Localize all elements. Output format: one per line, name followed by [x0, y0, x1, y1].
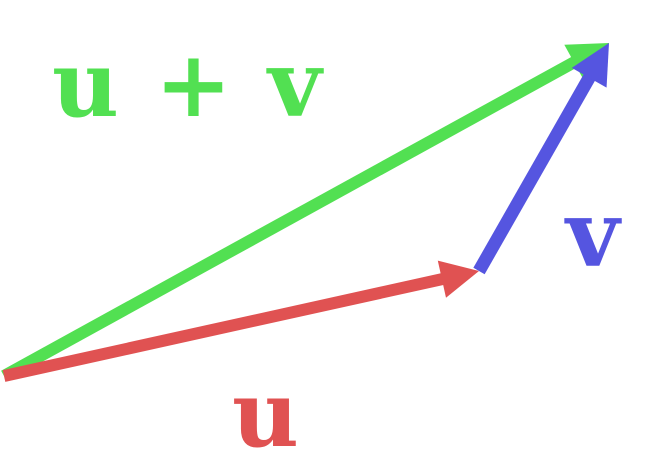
u-vector-label: u — [232, 360, 299, 468]
v-vector-label: v — [566, 180, 620, 288]
vector-addition-diagram — [1, 43, 609, 382]
v-vector-arrow-shaft — [473, 72, 596, 275]
u-vector-arrow-arrowhead — [437, 260, 479, 298]
v-vector-arrow — [473, 43, 609, 275]
u-vector-arrow — [2, 260, 479, 382]
sum-vector-label: u + v — [52, 30, 324, 138]
v-vector-arrow-arrowhead — [571, 43, 609, 88]
sum-vector-arrow-shaft — [1, 56, 579, 382]
u-vector-arrow-shaft — [2, 272, 446, 382]
